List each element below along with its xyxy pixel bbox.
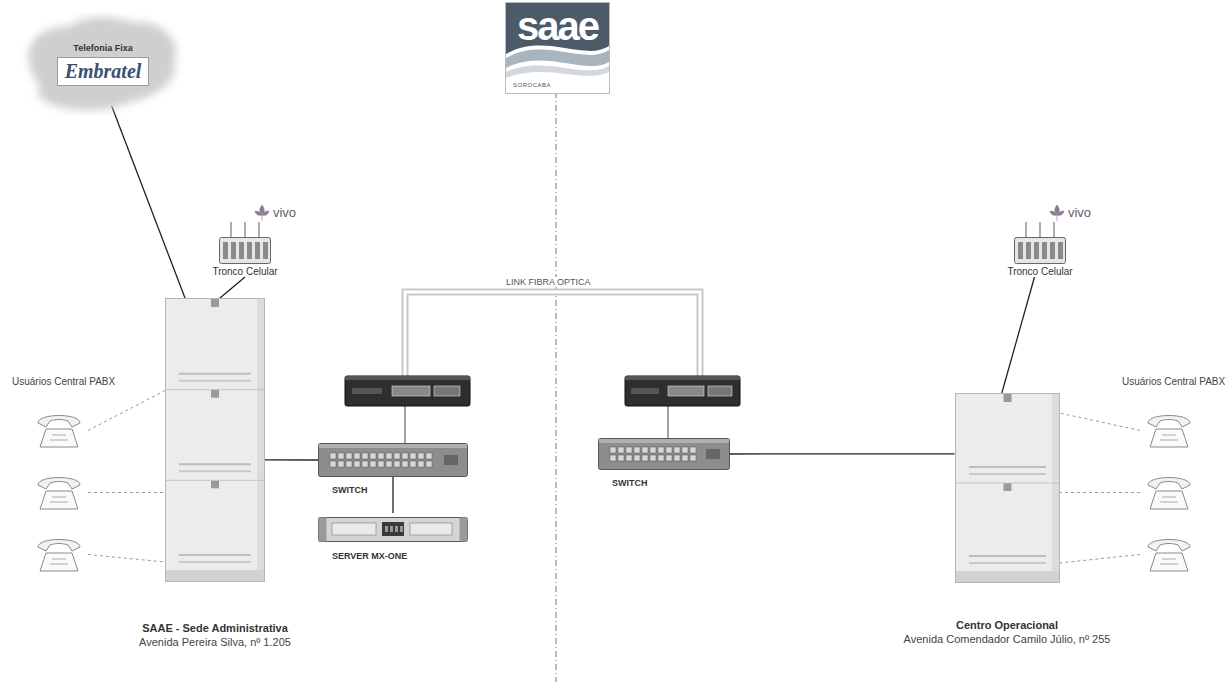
connector-line <box>1060 413 1141 431</box>
patch-line <box>405 406 406 443</box>
connector-line <box>392 477 393 513</box>
node-text: Tronco Celular <box>212 266 277 277</box>
node-server: SERVER MX-ONE <box>318 513 473 561</box>
node-cloud: Telefonia FixaEmbratel <box>18 12 188 116</box>
node-text: SERVER MX-ONE <box>332 551 473 561</box>
node-phones: Usuários Central PABX <box>1122 376 1227 573</box>
cellular-gateway <box>1012 221 1068 265</box>
brand-icon <box>253 203 271 221</box>
media-converter <box>345 376 470 406</box>
connector-line <box>88 555 165 563</box>
connector <box>265 459 318 460</box>
node-text: saae <box>517 6 598 46</box>
network-switch <box>598 438 730 470</box>
link-label: LINK FIBRA OPTICA <box>503 277 594 287</box>
connector <box>730 453 955 454</box>
connector-line <box>1060 555 1141 564</box>
node-phones: Usuários Central PABX <box>12 376 122 573</box>
connector-line <box>1002 277 1035 393</box>
brand-row: vivo <box>1048 203 1091 221</box>
patch-line <box>668 406 669 438</box>
phone-icon <box>32 533 86 573</box>
phone-icon <box>32 409 86 449</box>
brand-icon <box>1048 203 1066 221</box>
connector <box>1060 413 1141 563</box>
node-switch: SWITCH <box>318 443 473 495</box>
connector <box>88 391 165 563</box>
connector-line <box>88 391 165 431</box>
network-switch <box>318 443 468 477</box>
node-text: vivo <box>1068 205 1091 220</box>
connector-line <box>88 492 165 493</box>
node-pabx: Centro OperacionalAvenida Comendador Cam… <box>857 393 1157 645</box>
server-unit <box>318 513 468 543</box>
connector <box>393 477 394 513</box>
pabx-cabinet <box>165 298 265 582</box>
phone-icon <box>1142 409 1196 449</box>
node-text: Embratel <box>65 60 142 83</box>
connector-line <box>112 106 186 298</box>
node-text: Tronco Celular <box>1007 266 1072 277</box>
connector <box>1002 277 1035 393</box>
cellular-gateway <box>217 221 273 265</box>
node-tronco: vivoTronco Celular <box>190 203 300 277</box>
connector-line <box>1060 492 1141 493</box>
node-text: SOROCABA <box>513 82 551 88</box>
node-logo: saaeSOROCABA <box>505 2 610 94</box>
divider-line <box>556 92 557 682</box>
connector-line <box>730 453 955 455</box>
node-tronco: vivoTronco Celular <box>985 203 1095 277</box>
node-text: Usuários Central PABX <box>12 376 122 389</box>
phone-icon <box>32 471 86 511</box>
logo-box: Embratel <box>57 57 150 86</box>
media-converter <box>625 376 740 406</box>
node-text: SWITCH <box>332 485 473 495</box>
node-text: vivo <box>273 205 296 220</box>
node-text: Usuários Central PABX <box>1122 376 1227 389</box>
connector <box>112 106 186 298</box>
node-text: SWITCH <box>612 478 733 488</box>
node-text: Avenida Pereira Silva, nº 1.205 <box>139 636 291 648</box>
pabx-cabinet <box>955 393 1060 583</box>
node-text: Centro Operacional <box>956 619 1058 631</box>
fiber-link-core <box>405 292 700 376</box>
node-text: Telefonia Fixa <box>73 43 132 53</box>
phone-icon <box>1142 533 1196 573</box>
brand-row: vivo <box>253 203 296 221</box>
connector <box>220 277 245 298</box>
node-text: Avenida Comendador Camilo Júlio, nº 255 <box>904 633 1111 645</box>
node-switch: SWITCH <box>598 438 733 488</box>
node-pabx: SAAE - Sede AdministrativaAvenida Pereir… <box>95 298 335 648</box>
connector-line <box>265 459 318 460</box>
connector-line <box>220 277 245 298</box>
node-text: SAAE - Sede Administrativa <box>142 622 288 634</box>
fiber-link <box>405 292 700 376</box>
phone-icon <box>1142 471 1196 511</box>
